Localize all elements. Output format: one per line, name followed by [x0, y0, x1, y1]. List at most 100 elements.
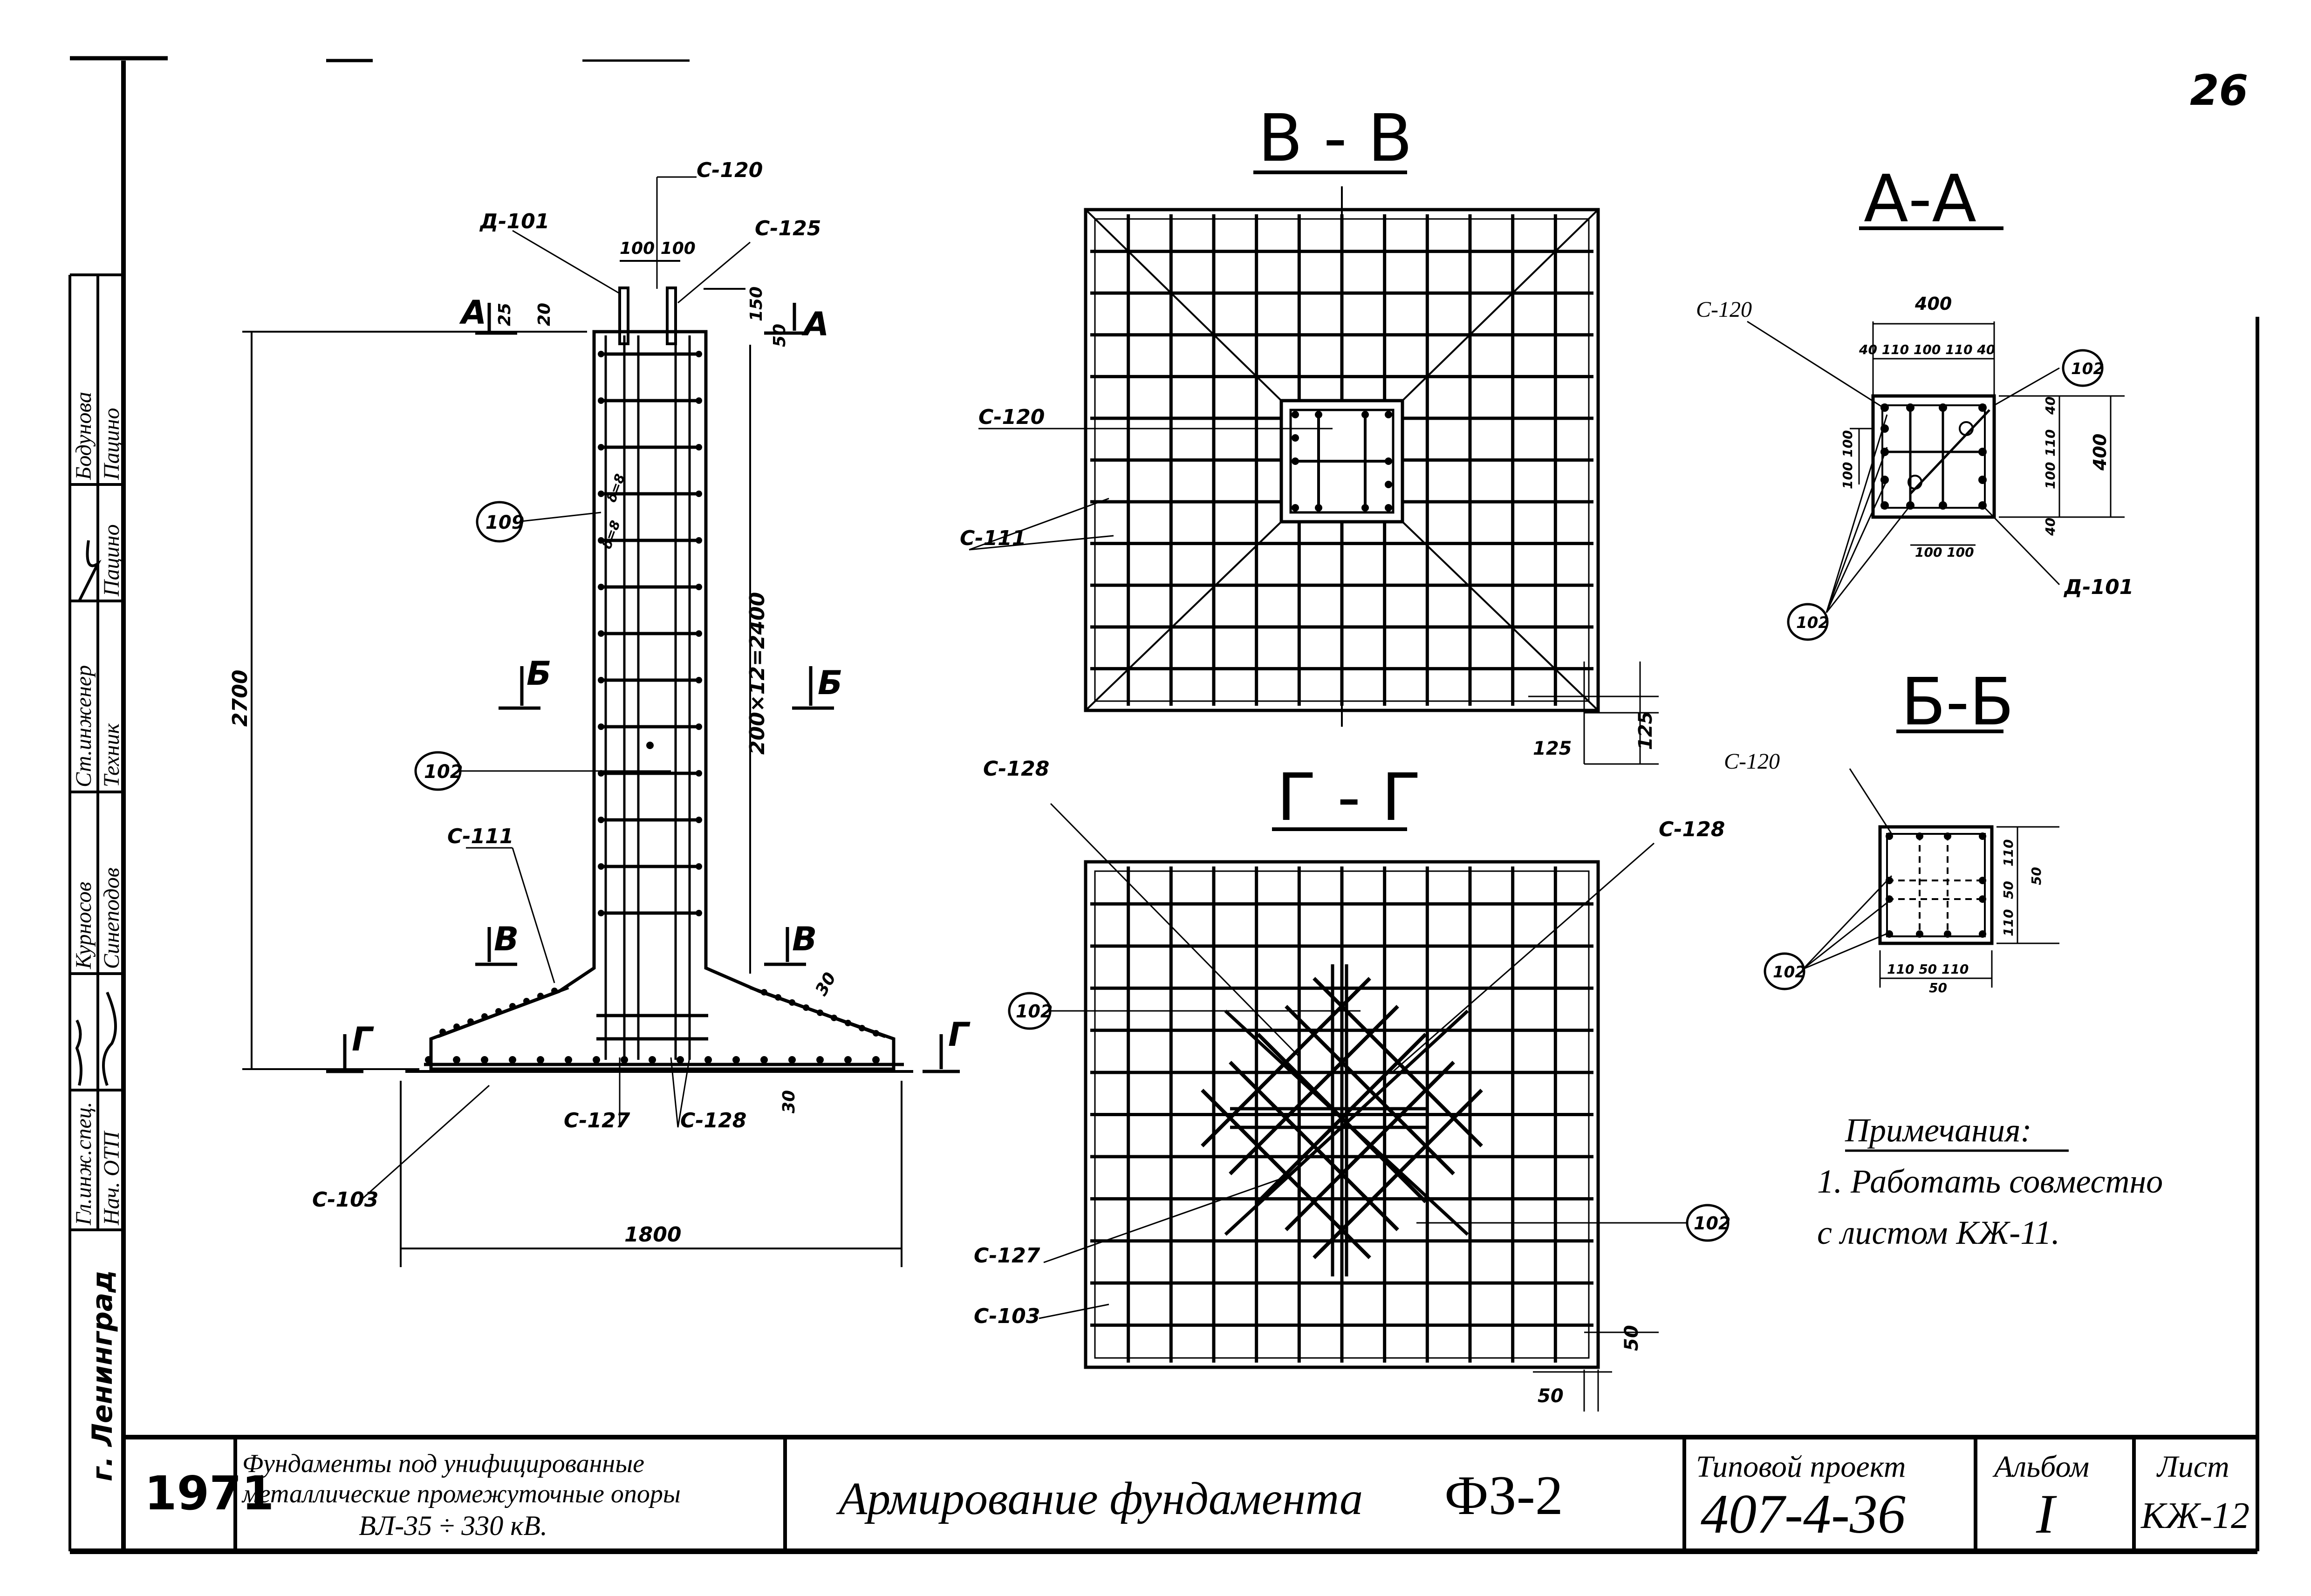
dim-aa-row: 40 110 100 110 40	[1859, 342, 1995, 357]
rebar-dot	[509, 1056, 516, 1064]
rebar-dot	[439, 1029, 446, 1035]
rebar-dot	[789, 999, 795, 1006]
rebar-dot	[775, 994, 781, 1001]
dim-25: 25	[495, 303, 514, 326]
label-d101-aa: Д-101	[2063, 575, 2133, 599]
dim-bb-b50: 50	[1929, 980, 1947, 996]
rebar-dot	[760, 1056, 768, 1064]
subject-line-2: металлические промежуточные опоры	[241, 1480, 681, 1508]
rebar-dot	[1979, 877, 1986, 884]
side-stamp	[68, 273, 123, 1551]
rebar-dot	[696, 537, 702, 544]
side-stamp-text: Гл.инж.спец. Нач. ОТП Ст.инженер Техник …	[71, 392, 124, 1481]
cut-b-left: Б	[526, 655, 551, 693]
rebar-dot	[816, 1056, 824, 1064]
weld-note-2: δ=8	[599, 518, 623, 551]
section-aa-title: А-А	[1864, 161, 1976, 237]
rebar-dot	[1385, 457, 1392, 465]
rebar-dot	[598, 817, 604, 823]
label-c128b-gg: С-128	[1659, 818, 1725, 841]
drawing-code: ФЗ-2	[1444, 1464, 1563, 1526]
cut-g-left: Г	[352, 1020, 374, 1058]
rebar-dot	[551, 988, 558, 994]
label-c111-elev: С-111	[447, 825, 513, 848]
rebar-dot	[565, 1056, 572, 1064]
elevation-labels: С-120 Д-101 С-125 С-111 С-127 С-128 С-10…	[228, 158, 971, 1247]
rebar-dot	[1939, 501, 1947, 510]
rebar-dot	[1385, 504, 1392, 512]
rebar-dot	[696, 444, 702, 450]
rebar-dot	[598, 444, 604, 450]
rebar-dot	[696, 491, 702, 497]
mark-102-elev: 102	[424, 761, 463, 783]
notes: Примечания: 1. Работать совместно с лист…	[1817, 1112, 2163, 1251]
rebar-dot	[1978, 403, 1987, 412]
foundation-outline	[429, 330, 896, 1071]
mark-102-bb: 102	[1773, 963, 1806, 982]
rebar-dot	[598, 397, 604, 404]
rebar-dot	[537, 993, 544, 999]
album-label: Альбом	[1992, 1450, 2089, 1484]
rebar-dot	[696, 817, 702, 823]
label-d101-elev: Д-101	[479, 210, 549, 233]
notes-title: Примечания:	[1845, 1112, 2031, 1149]
rebar-dot	[523, 998, 530, 1004]
label-c103-elev: С-103	[312, 1188, 378, 1212]
rebar-dot	[598, 863, 604, 870]
dim-stirrups: 200×12=2400	[745, 592, 769, 755]
rebar-dot	[1880, 501, 1889, 510]
rebar-dot	[621, 1056, 628, 1064]
dim-height: 2700	[228, 670, 252, 727]
label-c127-elev: С-127	[564, 1109, 630, 1132]
rebar-dot	[696, 723, 702, 730]
rebar-dot	[598, 677, 604, 683]
rebar-dot	[1978, 448, 1987, 456]
dim-bb-r4: 50	[2029, 867, 2044, 885]
rebar-dot	[646, 742, 654, 749]
mark-109: 109	[485, 512, 525, 533]
rebar-dot	[696, 863, 702, 870]
dim-bb-bottom: 110 50 110	[1887, 962, 1969, 977]
label-c103-gg: С-103	[974, 1304, 1040, 1328]
sheet-frame	[70, 56, 2259, 1554]
dim-aa-rcol2: 110	[2043, 430, 2058, 457]
rebar-dot	[831, 1015, 837, 1021]
section-aa-labels: С-120 Д-101 102 102 400 40 110 100 110 4…	[1696, 293, 2133, 632]
rebar-dot	[1292, 457, 1299, 465]
dim-bb-r3: 110	[2001, 909, 2016, 936]
label-c128-elev: С-128	[680, 1109, 746, 1132]
plan-gg-labels: С-128 С-128 С-127 С-103 102 102 50 50	[974, 757, 1730, 1407]
side-role-4: Ст.инженер	[71, 665, 96, 787]
rebar-dot	[803, 1004, 809, 1011]
dim-30b: 30	[779, 1090, 799, 1113]
rebar-dot	[1880, 476, 1889, 484]
dim-aa-rcol5: 40	[2043, 518, 2058, 536]
rebar-dot	[732, 1056, 740, 1064]
rebar-dot	[1292, 434, 1299, 442]
rebar-dot	[696, 770, 702, 777]
rebar-dot	[1361, 504, 1369, 512]
rebar-dot	[1944, 930, 1951, 938]
rebar-dot	[1385, 411, 1392, 418]
rebar-dot	[1979, 895, 1986, 903]
dim-aa-bottom: 100 100	[1915, 545, 1974, 560]
rebar-dot	[481, 1013, 488, 1020]
dim-125b: 125	[1635, 711, 1656, 750]
rebar-dot	[425, 1056, 432, 1064]
elevation-view	[242, 176, 960, 1267]
mark-102b-aa: 102	[1796, 614, 1829, 632]
dim-top-spacing: 100 100	[620, 239, 696, 258]
cut-v-left: В	[494, 920, 519, 958]
dim-aa-top: 400	[1914, 293, 1952, 314]
dim-50: 50	[770, 324, 789, 347]
dim-aa-rcol3: 100	[2043, 462, 2058, 489]
rebar-dot	[696, 351, 702, 357]
rebar-dot	[453, 1023, 460, 1030]
rebar-dot	[696, 910, 702, 916]
section-bb-labels: С-120 102 110 50 110 50 110 50 110 50	[1724, 749, 2044, 996]
rebar-dot	[1979, 930, 1986, 938]
rebar-dot	[1292, 411, 1299, 418]
label-c125-elev: С-125	[755, 217, 821, 240]
rebar-dot	[1315, 411, 1322, 418]
